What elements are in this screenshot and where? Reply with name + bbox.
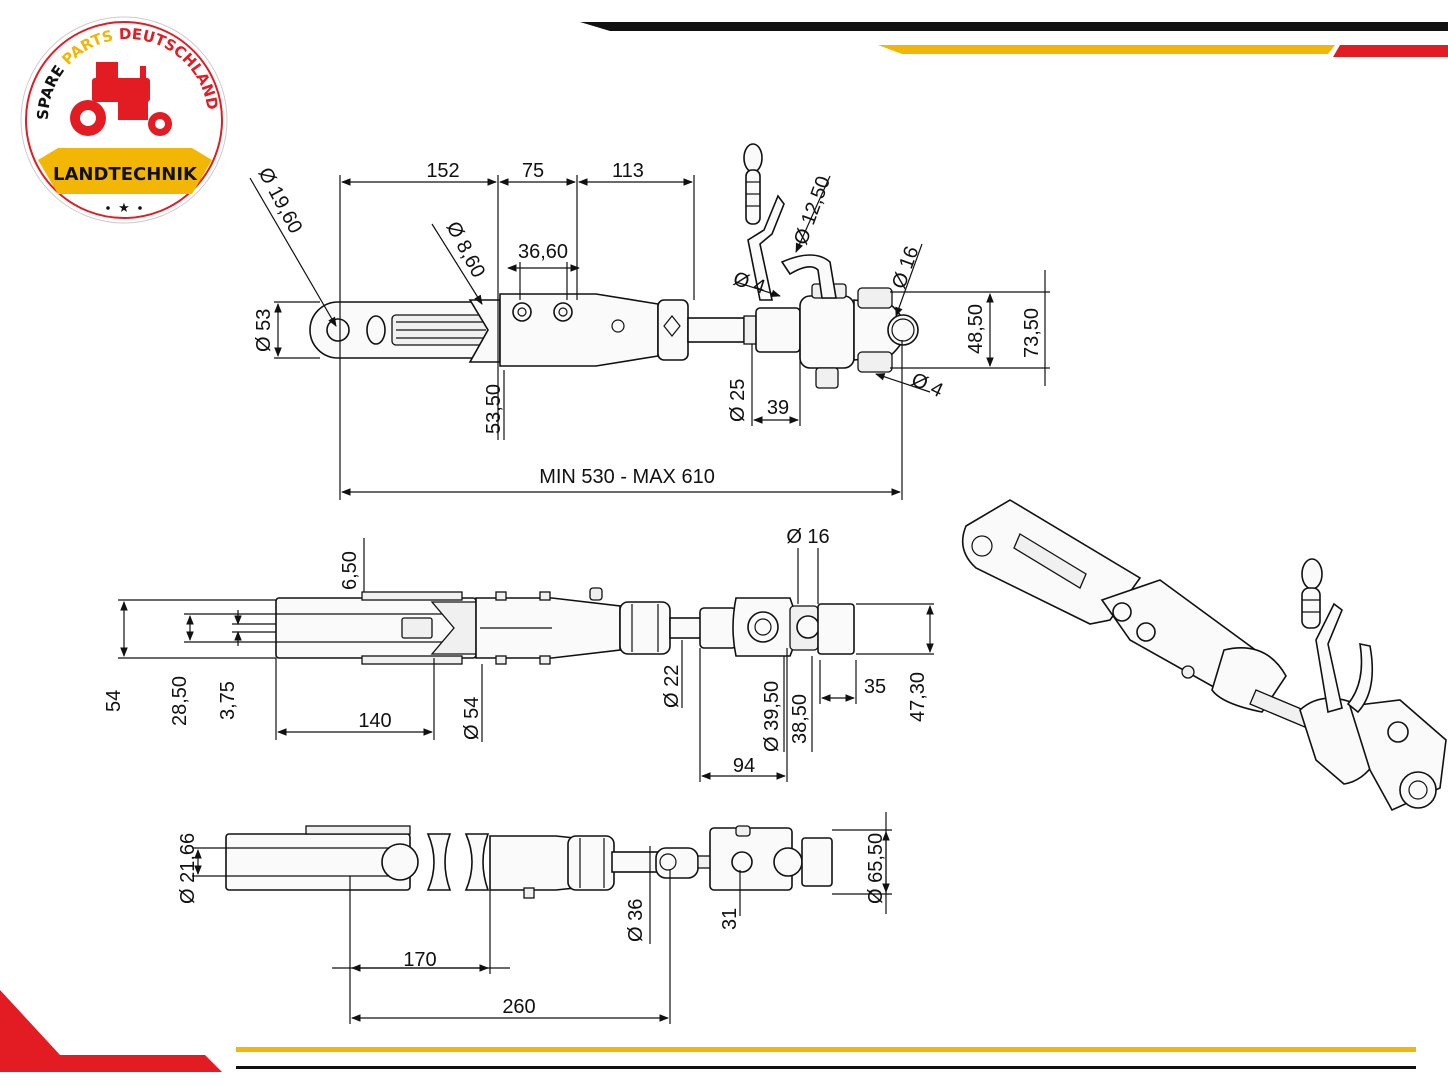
dim-375: 3,75: [217, 681, 239, 720]
top-view: 152 75 113 36,60 Ø 19,60 Ø 8,60 Ø 53 53,…: [249, 143, 1050, 500]
dim-140: 140: [358, 710, 391, 732]
brand-logo: SPARE PARTS DEUTSCHLAND LANDTECHNIK ★: [20, 16, 228, 224]
dim-d3950: Ø 39,50: [761, 681, 783, 752]
middle-view-link: [275, 587, 855, 665]
dim-d16: Ø 16: [888, 243, 924, 291]
dim-d54: Ø 54: [461, 697, 483, 740]
dim-d22: Ø 22: [661, 665, 683, 708]
top-view-dimensions: [249, 175, 1050, 500]
dim-total-length: MIN 530 - MAX 610: [539, 466, 715, 488]
dim-54: 54: [103, 690, 125, 712]
dim-75: 75: [522, 160, 544, 182]
dim-2850: 28,50: [169, 676, 191, 726]
dim-170: 170: [403, 949, 436, 971]
header-stripes: [580, 22, 1448, 57]
bottom-view-link: [225, 825, 833, 899]
dim-d36: Ø 36: [625, 899, 647, 942]
dim-94: 94: [733, 755, 755, 777]
dim-d4b: Ø 4: [908, 369, 947, 403]
dim-113: 113: [612, 160, 644, 182]
bottom-view-dimensions: [192, 812, 892, 1024]
star-icon: ★: [118, 200, 130, 215]
dim-260: 260: [502, 996, 535, 1018]
dim-4730: 47,30: [907, 672, 929, 722]
middle-view-dimensions: [118, 538, 934, 782]
dim-152: 152: [426, 160, 459, 182]
dim-31: 31: [719, 908, 741, 930]
dim-d1250: Ø 12,50: [790, 173, 835, 247]
dim-3850: 38,50: [789, 694, 811, 744]
dim-39: 39: [767, 397, 789, 419]
top-view-link: [309, 143, 919, 389]
dim-4850: 48,50: [965, 304, 987, 354]
middle-view: 6,50 54 28,50 3,75 140 Ø 54 Ø 22 Ø 39,50…: [103, 526, 934, 782]
dim-d1960: Ø 19,60: [254, 164, 307, 237]
dim-d2166: Ø 21,66: [177, 833, 199, 904]
brand-name: LANDTECHNIK: [53, 164, 198, 185]
isometric-view: [961, 499, 1447, 812]
dim-3660: 36,60: [518, 241, 568, 263]
dim-d6550: Ø 65,50: [865, 833, 887, 904]
dim-650: 6,50: [339, 551, 361, 590]
dim-d53: Ø 53: [253, 309, 275, 352]
tractor-icon: [70, 62, 172, 136]
dim-5350: 53,50: [483, 384, 505, 434]
dim-35: 35: [864, 676, 886, 698]
bottom-view: Ø 21,66 170 260 Ø 36 31 Ø 65,50: [177, 812, 892, 1024]
dim-d25: Ø 25: [727, 379, 749, 422]
dim-mid-d16: Ø 16: [786, 526, 829, 548]
dim-7350: 73,50: [1021, 308, 1043, 358]
footer-stripes: [0, 990, 1416, 1072]
